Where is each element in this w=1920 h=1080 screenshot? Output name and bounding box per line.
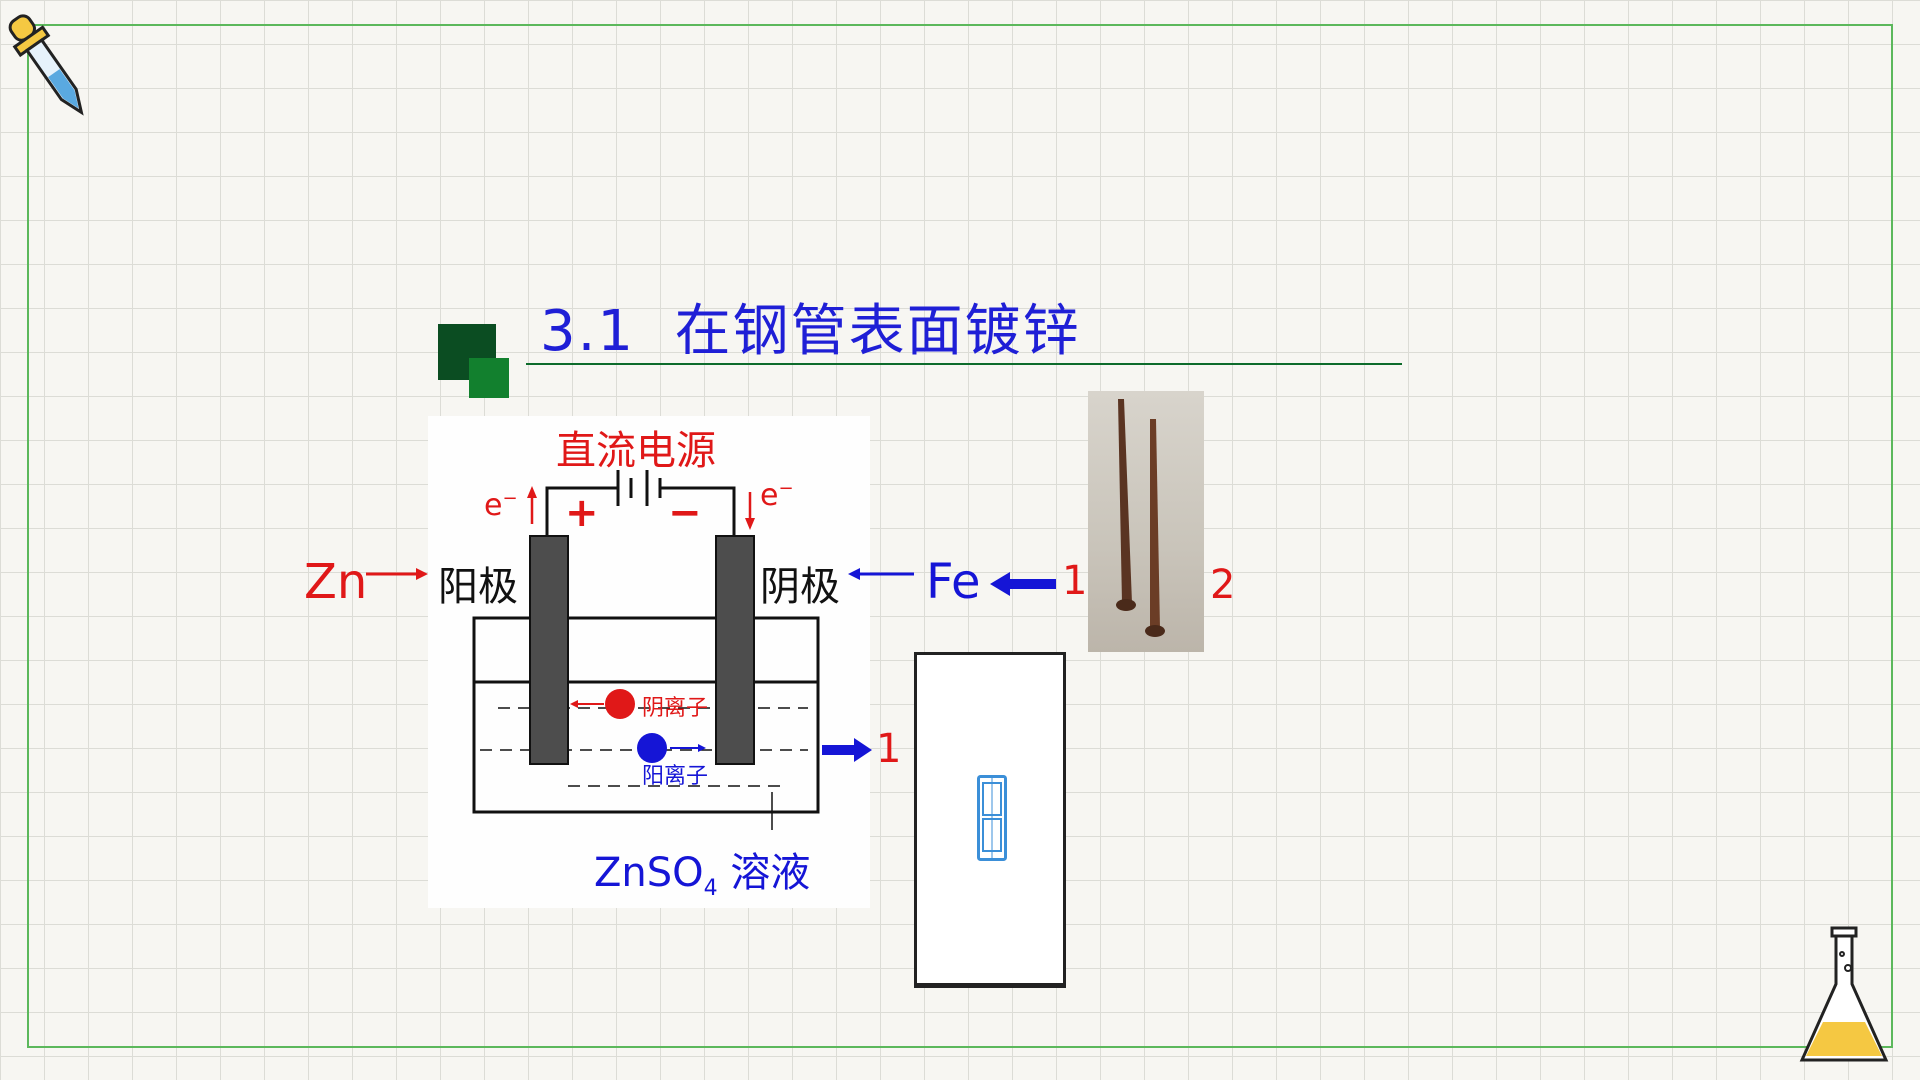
phone-icon xyxy=(977,775,1007,861)
electron-label-right: e− xyxy=(760,478,794,513)
title-marker-accent xyxy=(469,358,509,398)
slide-title: 3.1 在钢管表面镀锌 xyxy=(540,299,1081,364)
dropper-icon xyxy=(8,14,84,116)
solution-callout-number: 1 xyxy=(876,726,902,772)
fe-callout-arrow xyxy=(990,572,1056,596)
nails-drawing xyxy=(1116,399,1165,637)
cation-label: 阳离子 xyxy=(642,764,709,789)
solution-callout-arrow xyxy=(822,738,872,762)
phone-panel xyxy=(914,652,1066,988)
slide-frame xyxy=(27,24,1893,1048)
zn-arrow xyxy=(366,568,428,580)
anode-material-label: Zn xyxy=(304,554,368,610)
fe-callout-number: 1 xyxy=(1062,558,1088,604)
cathode-arrow xyxy=(848,568,914,580)
anion-label: 阴离子 xyxy=(642,696,709,721)
solution-label: ZnSO4 溶液 xyxy=(594,850,811,901)
flask-icon xyxy=(1799,926,1889,1062)
positive-terminal: + xyxy=(565,490,599,536)
electron-label-left: e− xyxy=(484,488,518,523)
anode-label: 阳极 xyxy=(438,564,518,610)
photo-callout-number: 2 xyxy=(1210,562,1236,608)
negative-terminal: − xyxy=(668,490,702,536)
cathode-label: 阴极 xyxy=(760,564,840,610)
cathode-material-label: Fe xyxy=(926,554,981,610)
power-source-label: 直流电源 xyxy=(556,428,716,474)
rusty-nails-photo xyxy=(1088,391,1204,652)
title-underline xyxy=(526,363,1402,365)
electrolysis-diagram xyxy=(428,416,870,908)
electrolysis-cell xyxy=(472,470,820,830)
